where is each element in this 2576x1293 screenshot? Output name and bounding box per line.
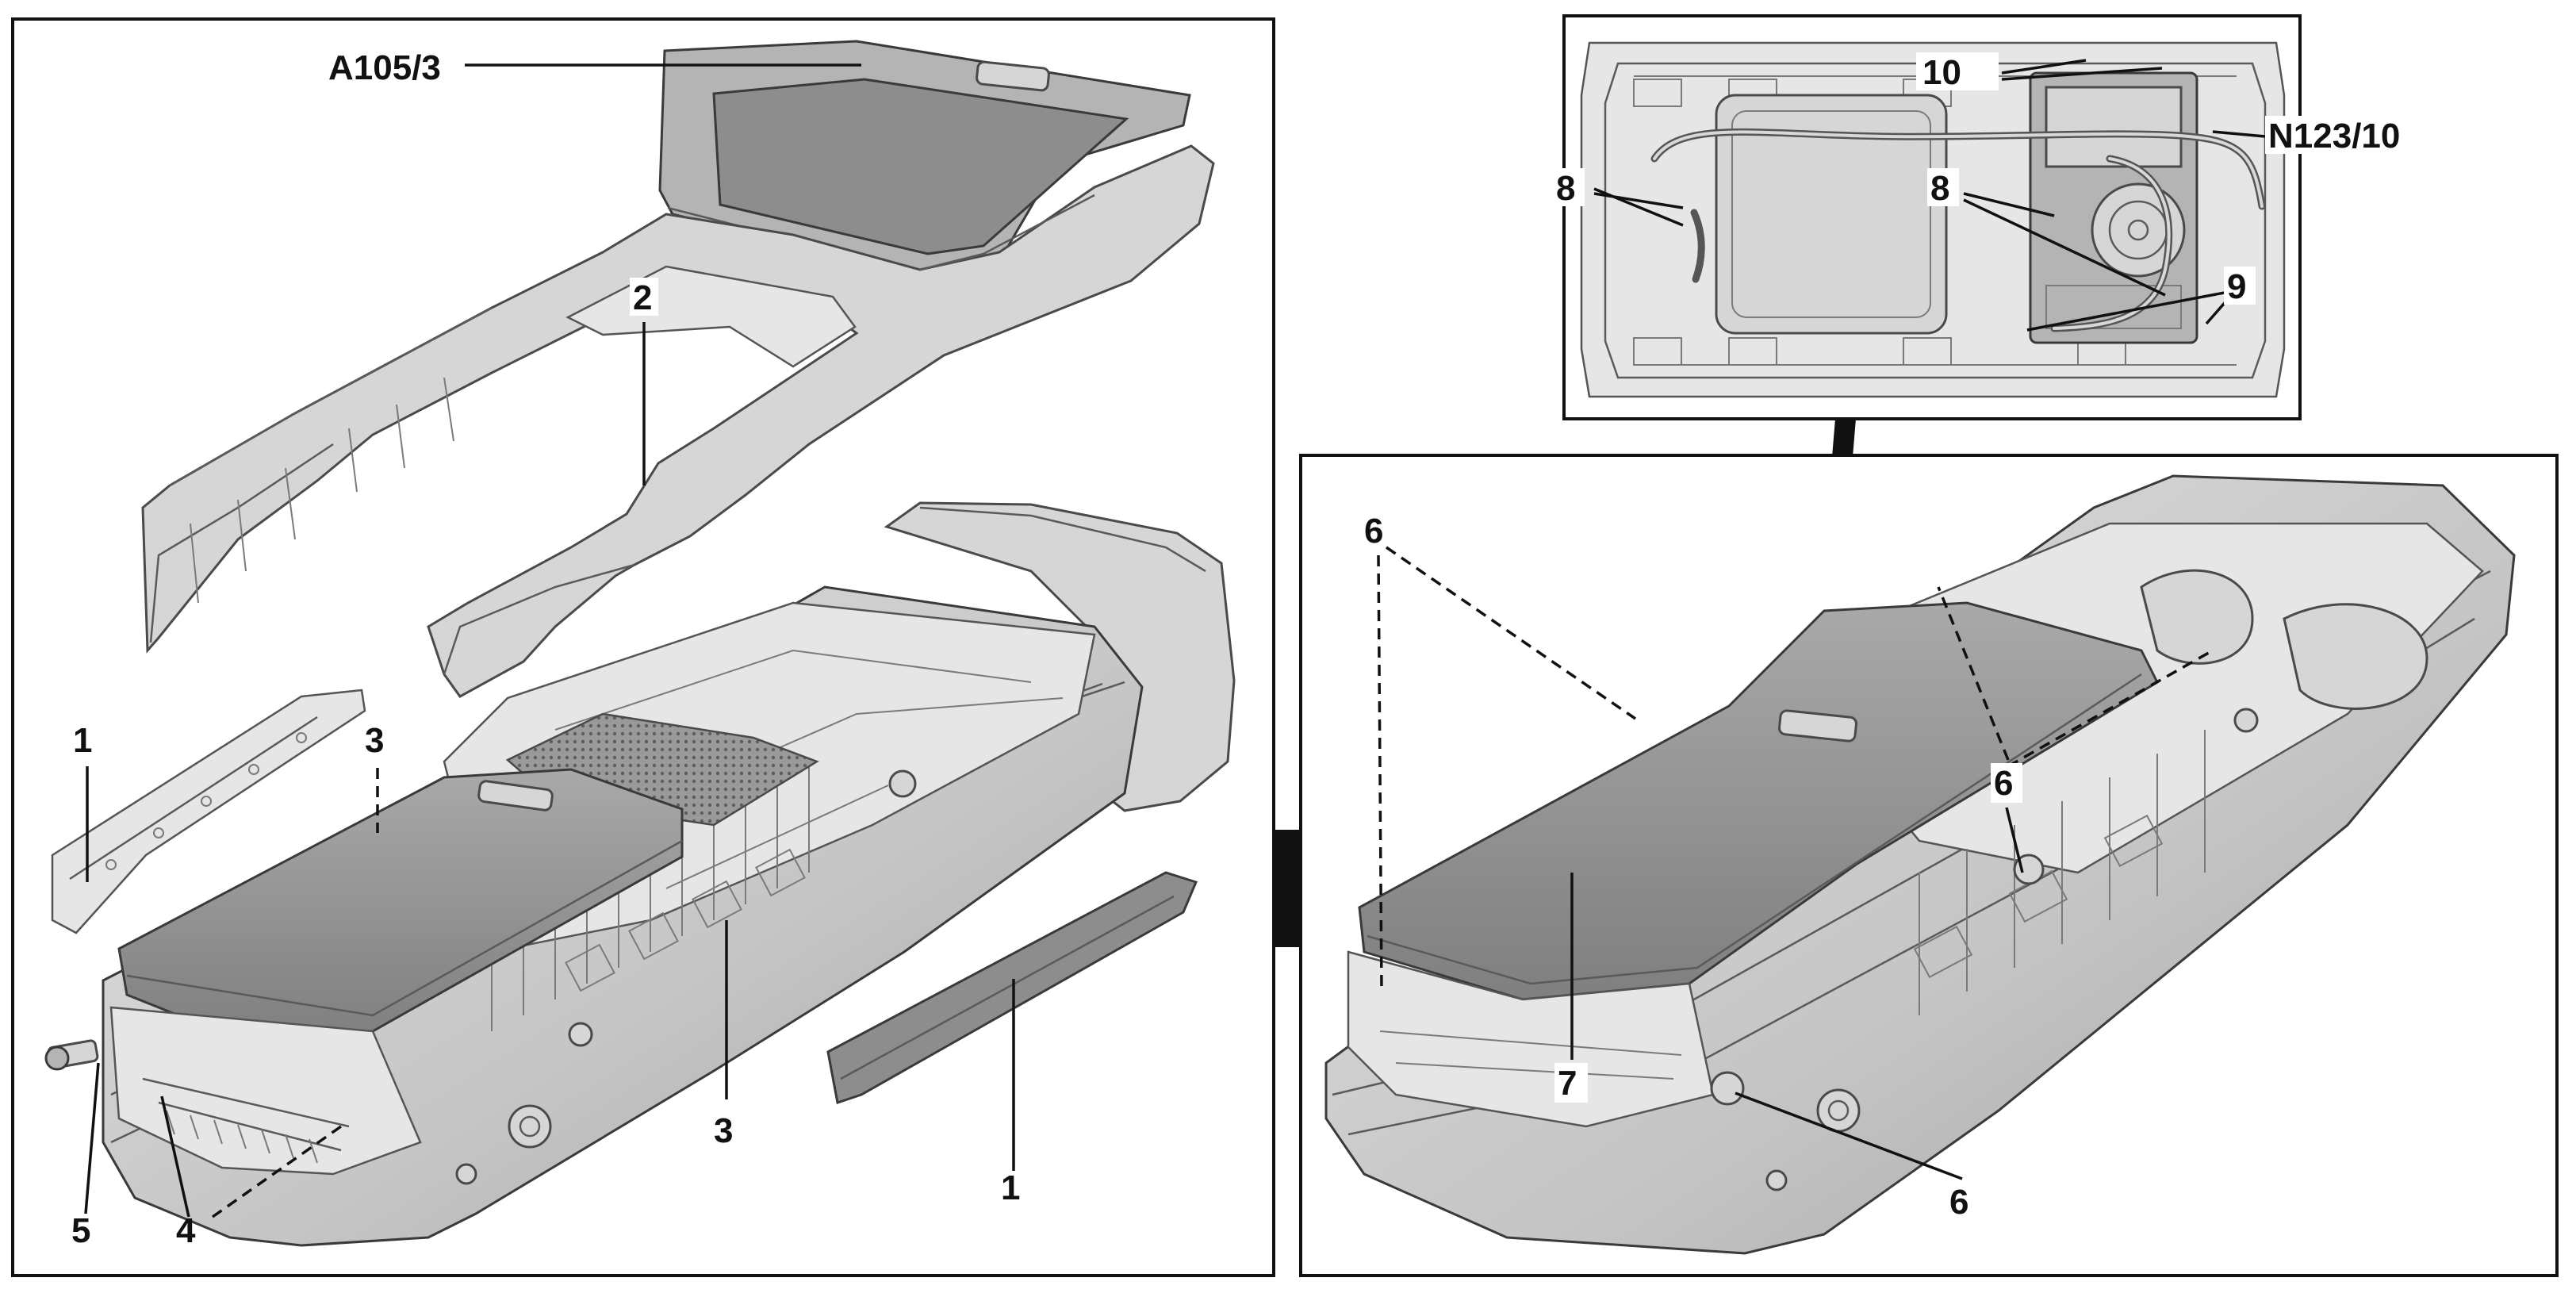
control-unit-n123-10 xyxy=(2029,71,2198,344)
labels-right: 6 6 6 7 xyxy=(1364,512,2022,1222)
console-body-left xyxy=(44,501,1236,1247)
inset-panel: 10 N123/10 8 8 9 xyxy=(1553,14,2432,420)
label-part-10: 10 xyxy=(1922,53,1961,92)
label-part-4: 4 xyxy=(176,1211,196,1250)
label-part-5: 5 xyxy=(71,1211,90,1250)
label-part-8-left: 8 xyxy=(1556,169,1575,208)
label-part-1-right: 1 xyxy=(1001,1168,1020,1207)
label-part-2: 2 xyxy=(633,278,652,317)
label-part-6-right: 6 xyxy=(1994,764,2013,803)
label-part-6-top-left: 6 xyxy=(1364,512,1383,551)
labels-inset: 10 N123/10 8 8 9 xyxy=(1553,52,2432,306)
label-part-9: 9 xyxy=(2227,267,2246,306)
wiring-harness xyxy=(1650,128,2266,332)
left-panel: A105/3 2 1 3 3 1 5 4 xyxy=(11,17,1275,1277)
label-part-1-left: 1 xyxy=(73,721,92,760)
bracket-strip-part-1-left xyxy=(51,689,366,934)
mounting-screws-left xyxy=(455,769,917,1185)
right-panel: 6 6 6 7 xyxy=(1299,454,2559,1277)
leader-lines-inset xyxy=(1593,59,2266,332)
leader-lines-right xyxy=(1377,546,2214,1180)
leader-lines-left xyxy=(84,63,1015,1218)
label-part-7: 7 xyxy=(1558,1064,1577,1103)
label-part-3-lower: 3 xyxy=(714,1111,733,1150)
label-n123-10: N123/10 xyxy=(2268,117,2400,155)
label-a105-3: A105/3 xyxy=(328,48,441,87)
large-module xyxy=(1715,94,1948,335)
cover-a105-3 xyxy=(658,40,1191,289)
label-part-6-bottom: 6 xyxy=(1949,1183,1968,1222)
label-part-8-right: 8 xyxy=(1930,169,1949,208)
pin-part-5 xyxy=(44,1039,99,1071)
label-part-3-upper: 3 xyxy=(365,721,384,760)
labels-left: A105/3 2 1 3 3 1 5 4 xyxy=(71,48,1020,1250)
side-strip-part-1-right xyxy=(826,871,1198,1104)
